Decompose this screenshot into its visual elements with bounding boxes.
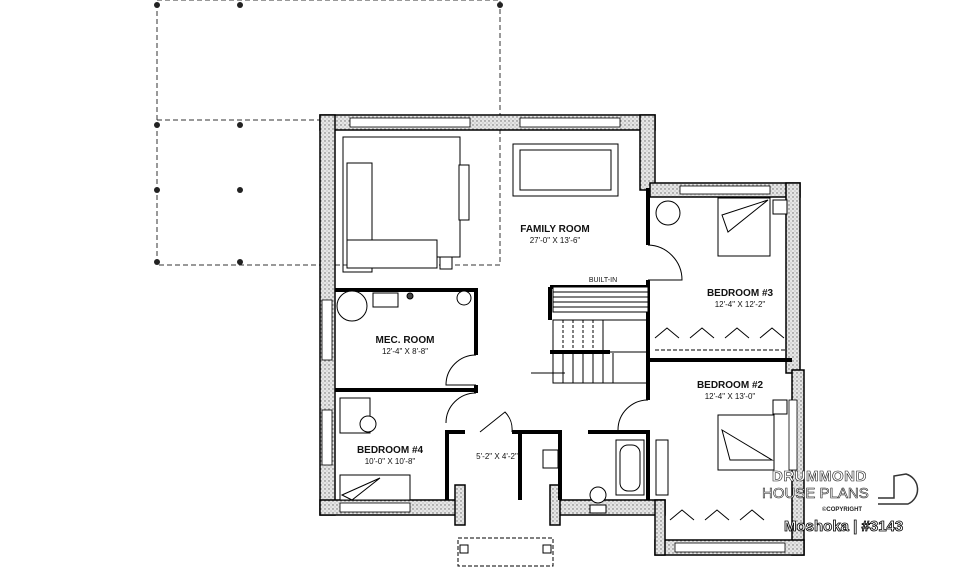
watermark-copyright: ©COPYRIGHT: [822, 507, 863, 513]
room-name: BEDROOM #3: [706, 288, 774, 299]
stairs: [531, 319, 649, 384]
watermark-line2: HOUSE PLANS: [762, 485, 869, 503]
windows: [321, 117, 798, 553]
room-dimensions: 12'-4" X 13'-0": [704, 391, 756, 401]
room-dimensions: 12'-4" X 12'-2": [714, 299, 766, 309]
room-dimensions: 10'-0" X 10'-8": [364, 456, 416, 466]
deck-posts: [154, 2, 503, 265]
room-bedroom-4: BEDROOM #4 10'-0" X 10'-8": [330, 445, 450, 466]
room-bedroom-2: BEDROOM #2 12'-4" X 13'-0": [670, 380, 790, 401]
room-name: FAMILY ROOM: [520, 224, 590, 235]
doors: [445, 244, 683, 433]
built-in-shelf: [552, 286, 649, 313]
brand-logo-icon: [878, 473, 919, 505]
closet-dimensions: 5'-2" X 4'-2": [476, 452, 518, 461]
room-name: MEC. ROOM: [375, 335, 435, 346]
room-dimensions: 12'-4" X 8'-8": [381, 346, 429, 356]
room-family-room: FAMILY ROOM 27'-0" X 13'-6": [490, 224, 620, 245]
room-name: BEDROOM #2: [696, 380, 764, 391]
watermark-line1: DRUMMOND: [772, 468, 867, 486]
closet-doors: [654, 327, 786, 521]
built-in-label: BUILT-IN: [588, 277, 618, 284]
room-dimensions: 27'-0" X 13'-6": [529, 235, 581, 245]
furniture: [336, 136, 788, 567]
room-name: BEDROOM #4: [356, 445, 424, 456]
room-bedroom-3: BEDROOM #3 12'-4" X 12'-2": [680, 288, 800, 309]
plan-name: Moshoka | #3143: [784, 518, 904, 536]
room-mec-room: MEC. ROOM 12'-4" X 8'-8": [345, 335, 465, 356]
